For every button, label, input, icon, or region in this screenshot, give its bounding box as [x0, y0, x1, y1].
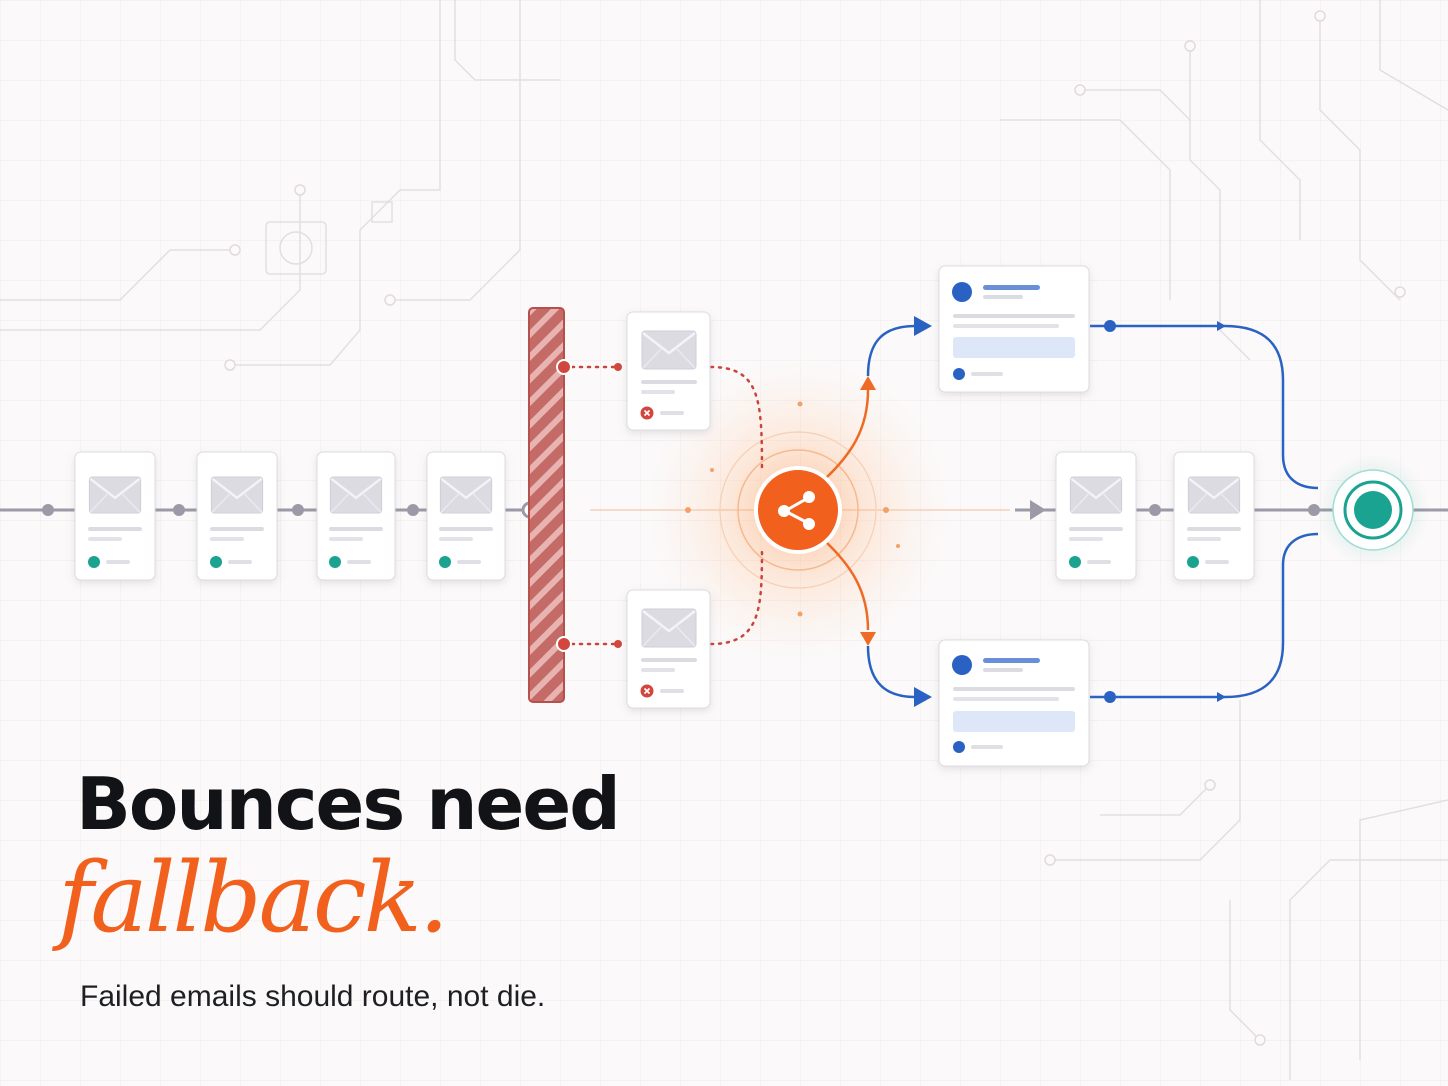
envelope-icon: [1069, 476, 1123, 514]
delivered-status-dot: [88, 556, 100, 568]
headline: Bounces need: [76, 762, 621, 846]
envelope-icon: [439, 476, 493, 514]
envelope-icon: [1187, 476, 1241, 514]
bounced-email-card: [626, 311, 711, 431]
email-card: [316, 451, 396, 581]
target-icon: [1317, 454, 1429, 566]
envelope-icon: [210, 476, 264, 514]
envelope-icon: [641, 330, 697, 370]
delivered-status-dot: [439, 556, 451, 568]
error-x-icon: [640, 684, 654, 698]
bounce-path-nodes: [556, 359, 622, 652]
pipeline-arrow: [1030, 500, 1046, 520]
router-arrow-up: [860, 376, 876, 390]
email-card: [1055, 451, 1137, 581]
bounce-paths: [562, 365, 764, 646]
envelope-icon: [329, 476, 383, 514]
queued-email-cards: [74, 451, 506, 581]
delivered-status-dot: [210, 556, 222, 568]
fallback-provider-card: [938, 639, 1090, 767]
router-ring-inner: [737, 449, 859, 571]
delivered-status-dot: [329, 556, 341, 568]
provider-avatar: [952, 655, 972, 675]
router-node: [754, 466, 842, 554]
bounce-barrier: [528, 307, 565, 703]
rerouted-email-cards: [1055, 451, 1255, 581]
fallback-route-markers: [914, 316, 1226, 707]
delivered-status-dot: [1187, 556, 1199, 568]
branch-share-icon: [778, 491, 815, 530]
pipeline-dots: [42, 504, 1320, 516]
router-outputs: [825, 389, 870, 631]
router-arrow-down: [860, 632, 876, 646]
envelope-icon: [88, 476, 142, 514]
circuit-nodes: [224, 10, 1406, 1046]
email-card: [426, 451, 506, 581]
error-x-icon: [640, 406, 654, 420]
delivered-status-dot: [1069, 556, 1081, 568]
fallback-routes: [866, 324, 1319, 699]
bounced-email-card: [626, 589, 711, 709]
provider-avatar: [952, 282, 972, 302]
router-sparkles: [685, 401, 900, 617]
fallback-cards: [938, 265, 1090, 767]
envelope-icon: [641, 608, 697, 648]
email-card: [1173, 451, 1255, 581]
router-ring-outer: [719, 431, 877, 589]
email-card: [196, 451, 278, 581]
email-card: [74, 451, 156, 581]
tagline: Failed emails should route, not die.: [80, 980, 546, 1013]
fallback-provider-card: [938, 265, 1090, 393]
bounced-email-cards: [626, 311, 711, 709]
headline-accent: fallback.: [58, 842, 449, 954]
